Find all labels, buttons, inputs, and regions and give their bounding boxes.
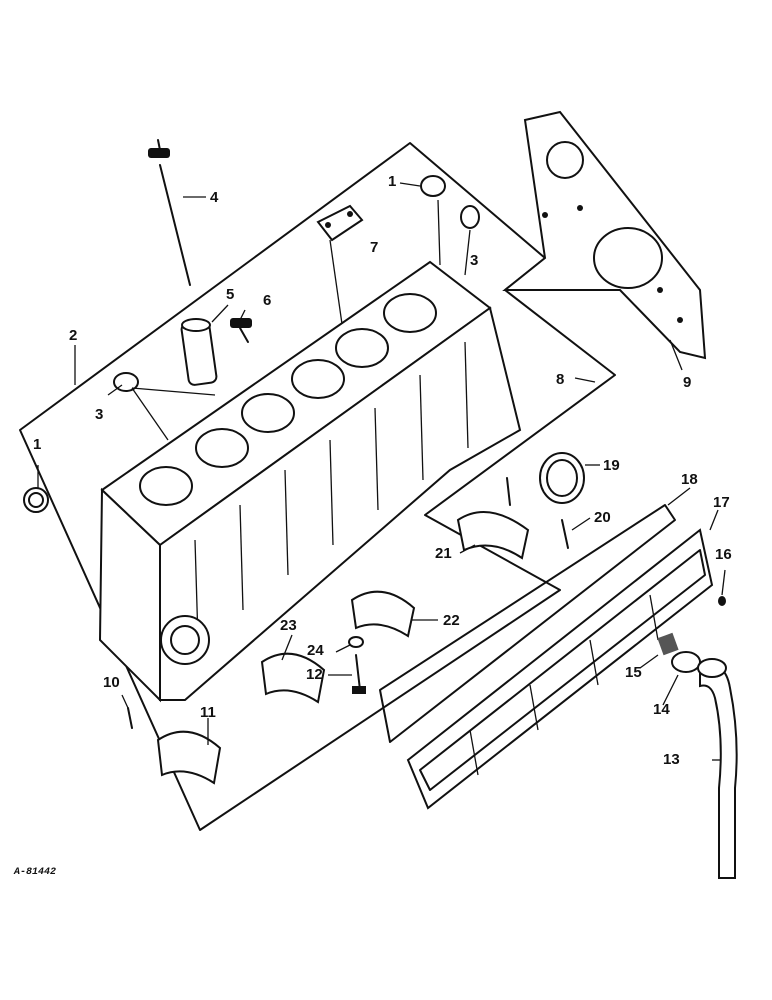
callout-5: 5 [226, 286, 235, 303]
callout-11: 11 [200, 704, 216, 721]
callout-21: 21 [435, 545, 452, 562]
callout-1-left: 1 [33, 436, 42, 453]
callout-6: 6 [263, 292, 272, 309]
callout-13: 13 [663, 751, 680, 768]
drain-plug [718, 596, 726, 606]
callout-3-right: 3 [470, 252, 479, 269]
callout-15: 15 [625, 664, 642, 681]
oil-pan [406, 528, 714, 810]
gasket-part [379, 504, 676, 743]
callout-24: 24 [307, 642, 324, 659]
callout-3-left: 3 [95, 406, 104, 423]
bearing-caps [156, 511, 530, 785]
callout-18: 18 [681, 471, 698, 488]
suction-tube [697, 658, 738, 879]
seal-ring [539, 452, 585, 504]
callout-8: 8 [556, 371, 565, 388]
leader-lines [37, 182, 726, 761]
callout-12: 12 [306, 666, 323, 683]
screen-part [657, 632, 679, 656]
block-ribs [194, 341, 469, 641]
callout-17: 17 [713, 494, 730, 511]
flywheel-plate [502, 110, 707, 360]
callout-7: 7 [370, 239, 379, 256]
figure-code: A-81442 [14, 867, 57, 878]
engine-block [98, 260, 522, 703]
cap-bolt-part [352, 654, 366, 694]
tube-part [180, 318, 218, 386]
callout-10: 10 [103, 674, 120, 691]
callout-20: 20 [594, 509, 611, 526]
callout-14: 14 [653, 701, 670, 718]
callout-22: 22 [443, 612, 460, 629]
callout-9: 9 [683, 374, 692, 391]
callout-4: 4 [210, 189, 219, 206]
callout-23: 23 [280, 617, 297, 634]
fitting-part [230, 318, 252, 343]
stud-part [506, 477, 511, 506]
callout-19: 19 [603, 457, 620, 474]
washer-part [348, 636, 364, 648]
bolt-part [561, 519, 569, 549]
callout-16: 16 [715, 546, 732, 563]
tube-gasket [671, 651, 701, 673]
dowel-part [127, 707, 133, 729]
cylinder-bores [139, 293, 437, 506]
callout-2: 2 [69, 327, 78, 344]
assembly-frame [19, 142, 616, 831]
dipstick-part [148, 139, 191, 286]
callout-1-upper: 1 [388, 173, 397, 190]
